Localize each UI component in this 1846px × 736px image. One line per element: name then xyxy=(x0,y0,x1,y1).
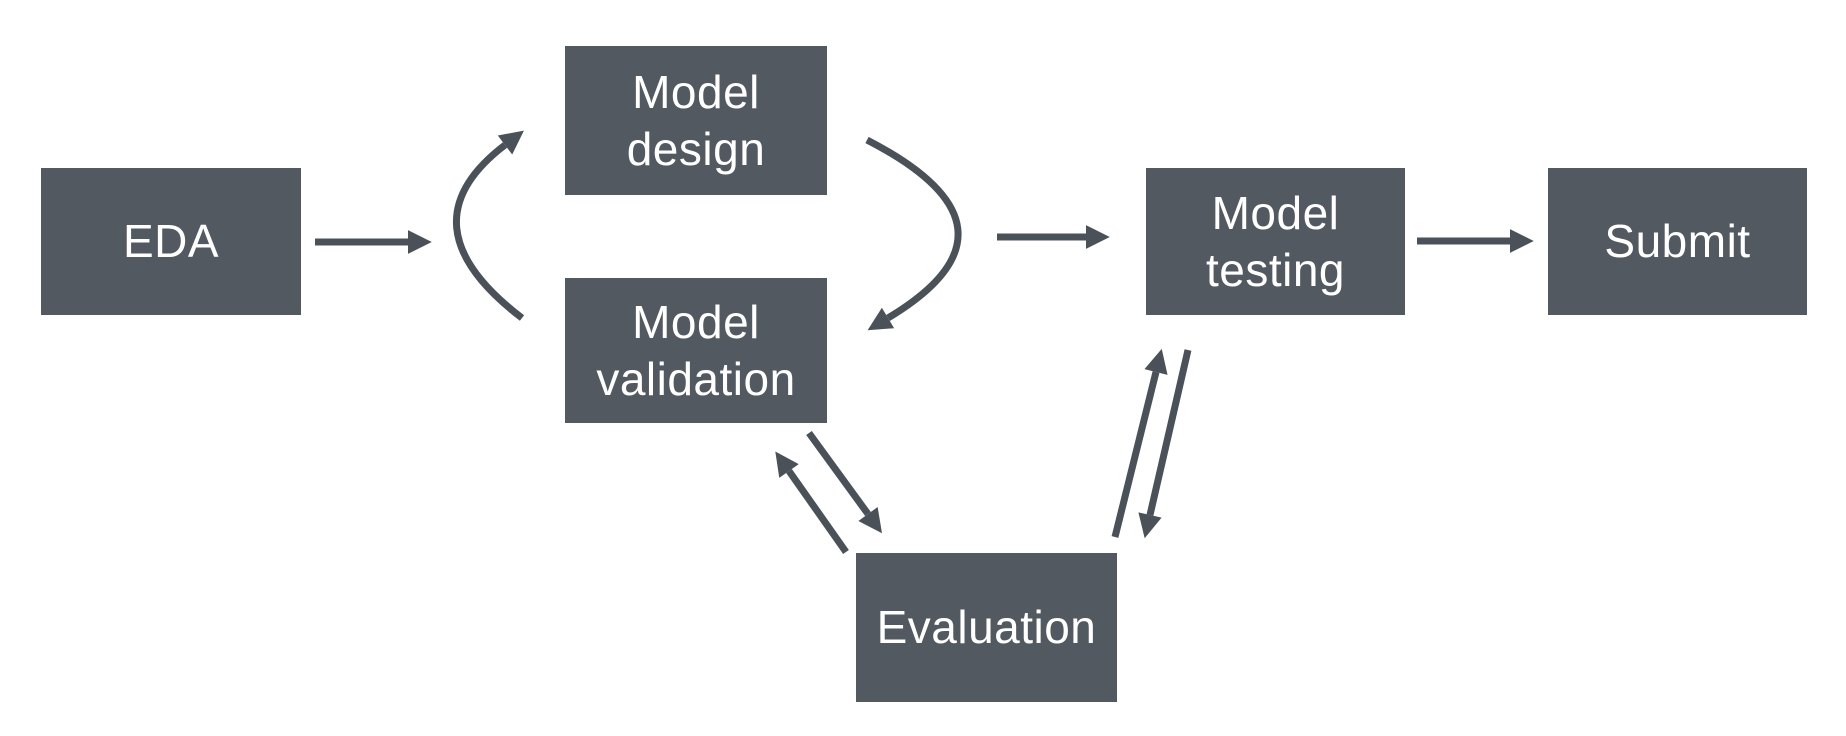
arrow-design-to-validation-curve xyxy=(865,136,962,331)
node-model-validation-label-line2: validation xyxy=(596,352,796,405)
node-model-design-label-line2: design xyxy=(626,122,766,175)
node-submit: Submit xyxy=(1548,168,1807,315)
node-eda: EDA xyxy=(41,168,301,315)
node-model-testing: Model testing xyxy=(1146,168,1405,315)
node-eda-label: EDA xyxy=(122,215,220,267)
node-evaluation: Evaluation xyxy=(856,553,1117,702)
node-model-validation: Model validation xyxy=(565,278,827,423)
node-submit-label: Submit xyxy=(1604,215,1751,267)
node-model-testing-label-line1: Model xyxy=(1211,186,1340,239)
arrow-validation-to-evaluation xyxy=(806,430,883,534)
arrow-evaluation-to-testing xyxy=(1111,348,1168,538)
arrow-testing-to-evaluation xyxy=(1138,349,1192,539)
node-model-validation-label-line1: Model xyxy=(632,295,760,348)
node-model-testing-label-line2: testing xyxy=(1205,243,1346,296)
arrow-validation-to-design-curve xyxy=(453,130,525,321)
node-model-design-label-line1: Model xyxy=(632,65,760,118)
arrow-evaluation-to-validation xyxy=(775,451,849,555)
node-evaluation-label: Evaluation xyxy=(876,601,1097,653)
node-model-design: Model design xyxy=(565,46,827,195)
